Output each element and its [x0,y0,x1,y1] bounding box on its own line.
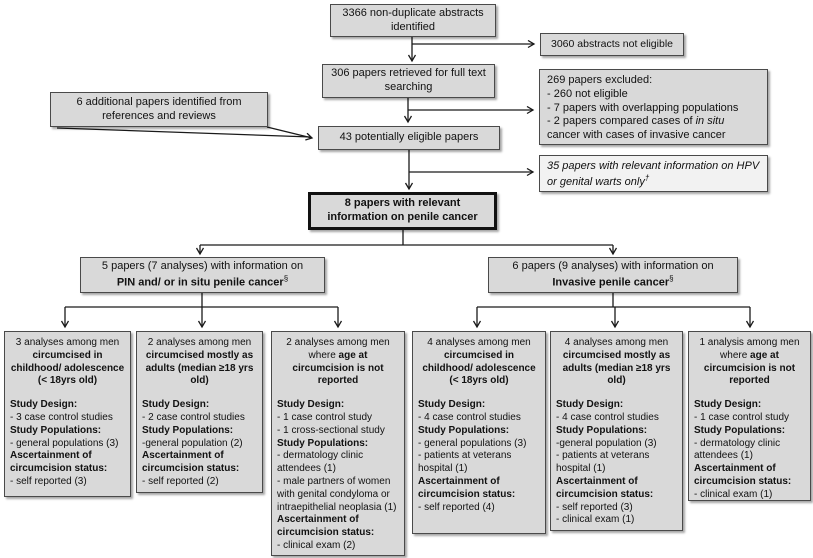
detail-subheader: Ascertainment of circumcision status: [10,450,108,475]
analysis-header: 4 analyses among men circumcised in chil… [422,337,536,387]
detail-subheader: Study Design: [556,399,624,411]
footnote-marker: § [669,273,674,283]
box-line2: Invasive penile cancer§ [552,273,674,289]
detail-line: - 4 case control studies [418,411,521,423]
excluded-item: - 260 not eligible [547,87,628,100]
excluded-item: - 2 papers compared cases of in situ can… [547,115,726,141]
box-text: 306 papers retrieved for full text searc… [331,67,486,93]
box-pin-insitu: 5 papers (7 analyses) with information o… [80,257,325,293]
detail-subheader: Ascertainment of circumcision status: [418,475,516,500]
detail-subheader: Study Design: [142,399,210,411]
detail-line: - general populations (3) [418,437,527,449]
detail-subheader: Study Design: [277,399,345,411]
detail-subheader: Ascertainment of circumcision status: [142,450,240,475]
box-pin-childhood: 3 analyses among men circumcised in chil… [4,331,131,497]
detail-line: - self reported (4) [418,501,495,513]
box-line2: PIN and/ or in situ penile cancer§ [116,273,289,289]
analysis-details: Study Design:- 1 case control study- 1 c… [277,399,399,553]
detail-line: - general populations (3) [10,437,119,449]
detail-subheader: Ascertainment of circumcision status: [556,475,654,500]
detail-line: - self reported (3) [556,501,633,513]
detail-line: - dermatology clinic attendees (1) [694,437,781,462]
box-invasive-adults: 4 analyses among men circumcised mostly … [550,331,683,531]
detail-subheader: Ascertainment of circumcision status: [694,463,792,487]
box-pin-age-not-reported: 2 analyses among men where age at circum… [271,331,405,556]
box-pin-adults: 2 analyses among men circumcised mostly … [136,331,263,493]
detail-line: - 4 case control studies [556,411,659,423]
box-text: 43 potentially eligible papers [339,131,479,144]
detail-subheader: Study Design: [10,399,78,411]
detail-subheader: Ascertainment of circumcision status: [277,514,375,539]
detail-line: - 2 case control studies [142,411,245,423]
box-penile-cancer: 8 papers with relevant information on pe… [308,192,497,230]
arrow-connector [56,127,312,138]
box-text: 6 additional papers identified from refe… [76,95,242,122]
box-papers-retrieved: 306 papers retrieved for full text searc… [322,64,495,98]
analysis-header: 2 analyses among men where age at circum… [286,337,390,387]
detail-line: - 1 case control study [277,411,373,423]
box-invasive-childhood: 4 analyses among men circumcised in chil… [412,331,546,534]
excluded-items: - 260 not eligible- 7 papers with overla… [547,88,760,143]
analysis-header: 3 analyses among men circumcised in chil… [10,337,125,387]
analysis-header: 4 analyses among men circumcised mostly … [562,337,671,387]
detail-line: - clinical exam (1) [694,488,773,500]
detail-line: - clinical exam (2) [277,539,356,551]
footnote-marker: † [644,173,650,183]
detail-line: - patients at veterans hospital (1) [418,450,512,475]
box-invasive: 6 papers (9 analyses) with information o… [488,257,738,293]
box-invasive-age-not-reported: 1 analysis among men where age at circum… [688,331,811,501]
analysis-header: 1 analysis among men where age at circum… [699,337,800,387]
box-abstracts-identified: 3366 non-duplicate abstracts identified [330,4,496,37]
box-additional-papers: 6 additional papers identified from refe… [50,92,268,127]
excluded-item: - 7 papers with overlapping populations [547,101,739,114]
detail-subheader: Study Design: [694,399,762,411]
detail-subheader: Study Populations: [10,424,102,436]
detail-line: -general population (2) [142,437,243,449]
box-line1: 5 papers (7 analyses) with information o… [101,259,304,272]
detail-line: -general population (3) [556,437,657,449]
arrow-connector [266,126,312,138]
box-hpv-warts-only: 35 papers with relevant information on H… [539,155,768,192]
detail-line: - clinical exam (1) [556,514,635,526]
detail-line: - self reported (3) [10,475,87,487]
detail-line: - 3 case control studies [10,411,113,423]
box-potentially-eligible: 43 potentially eligible papers [318,126,500,150]
box-abstracts-not-eligible: 3060 abstracts not eligible [540,33,684,56]
box-papers-excluded: 269 papers excluded: - 260 not eligible-… [539,69,768,145]
detail-subheader: Study Populations: [694,424,786,436]
detail-line: - male partners of women with genital co… [277,475,397,513]
detail-subheader: Study Populations: [277,437,369,449]
footnote-marker: § [283,273,289,283]
box-text: 3060 abstracts not eligible [551,37,673,50]
box-line1: 6 papers (9 analyses) with information o… [512,259,714,272]
detail-subheader: Study Populations: [142,424,234,436]
detail-subheader: Study Populations: [556,424,648,436]
analysis-header: 2 analyses among men circumcised mostly … [145,337,254,387]
detail-subheader: Study Design: [418,399,486,411]
box-text: 3366 non-duplicate abstracts identified [342,6,484,33]
detail-line: - self reported (2) [142,475,219,487]
box-text: 8 papers with relevant information on pe… [327,197,478,223]
detail-line: - patients at veterans hospital (1) [556,450,650,475]
detail-line: - 1 case control study [694,411,790,423]
detail-line: - dermatology clinic attendees (1) [277,450,364,475]
detail-line: - 1 cross-sectional study [277,424,385,436]
excluded-title: 269 papers excluded: [547,74,653,86]
box-text: 35 papers with relevant information on H… [547,160,760,189]
detail-subheader: Study Populations: [418,424,510,436]
